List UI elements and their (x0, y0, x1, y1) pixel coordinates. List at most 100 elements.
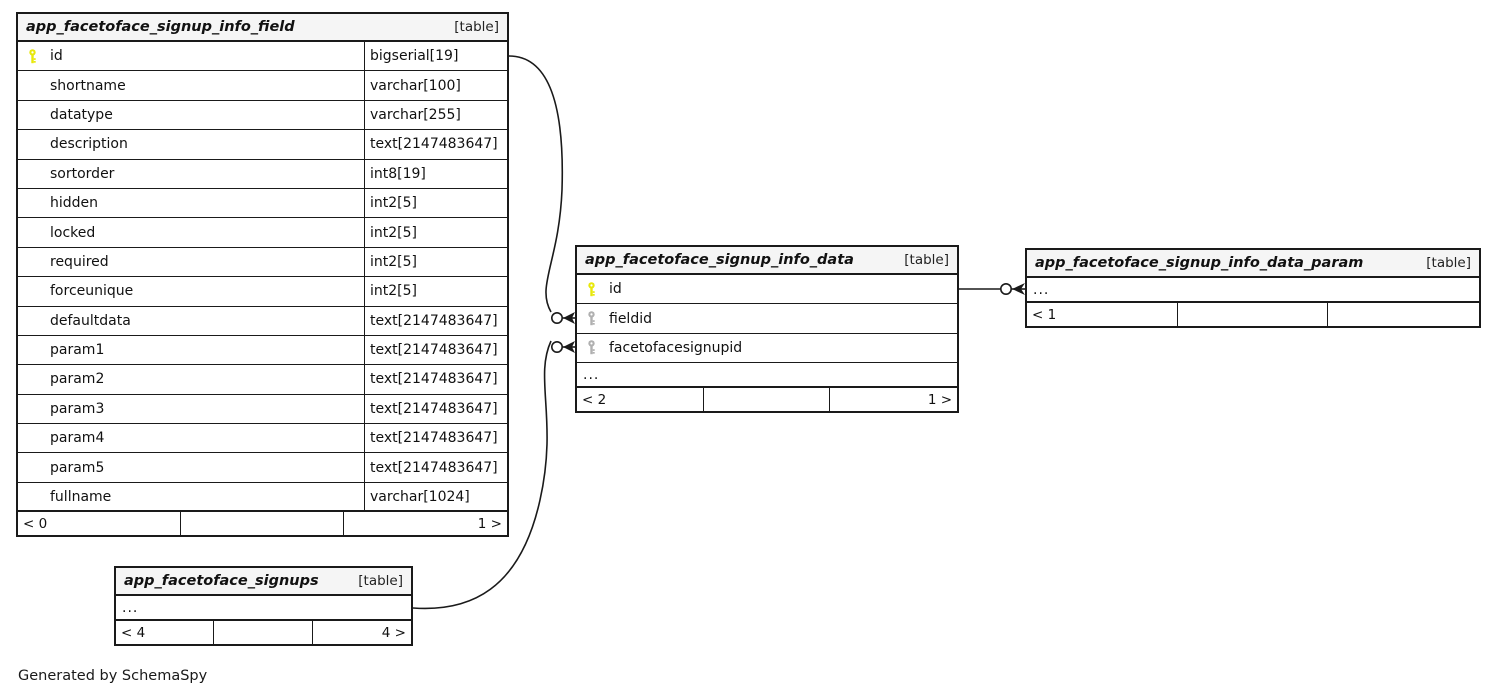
no-key-spacer (24, 101, 41, 129)
table-title: app_facetoface_signup_info_data (585, 252, 854, 268)
no-key-spacer (24, 71, 41, 99)
column-type: varchar[1024] (370, 488, 470, 505)
table-column-row[interactable]: fullname varchar[1024] (18, 482, 507, 513)
table-type-tag: [table] (1426, 255, 1471, 271)
footer-right: 1 > (927, 391, 953, 408)
footer-right (1328, 303, 1479, 326)
edge-marker-data-signupid (550, 340, 575, 353)
no-key-spacer (24, 130, 41, 158)
column-name-cell: required (18, 247, 365, 277)
column-type: int2[5] (370, 195, 417, 212)
footer-right: 1 > (477, 515, 502, 532)
column-type: text[2147483647] (370, 342, 498, 359)
column-name-cell: sortorder (18, 159, 365, 188)
column-name-cell: forceunique (18, 277, 365, 306)
column-name: description (50, 136, 128, 153)
column-type: bigserial[19] (370, 48, 459, 65)
primary-key-icon (583, 275, 600, 303)
no-key-spacer (24, 483, 41, 510)
no-key-spacer (24, 248, 41, 276)
table-footer: < 0 1 > (18, 512, 507, 536)
table-app_facetoface_signups[interactable]: app_facetoface_signups [table] ... < 4 4… (114, 566, 413, 646)
no-key-spacer (24, 218, 41, 246)
footer-middle (214, 621, 313, 644)
table-header: app_facetoface_signup_info_field [table] (18, 14, 507, 42)
table-app_facetoface_signup_info_data_param[interactable]: app_facetoface_signup_info_data_param [t… (1025, 248, 1481, 328)
table-column-row[interactable]: sortorder int8[19] (18, 159, 507, 189)
column-name-cell: shortname (18, 71, 365, 100)
generated-by-label: Generated by SchemaSpy (18, 668, 208, 684)
table-footer: < 1 (1027, 303, 1479, 326)
footer-right: 4 > (381, 624, 406, 641)
column-name-cell: param1 (18, 335, 365, 365)
no-key-spacer (24, 424, 41, 452)
column-name: sortorder (50, 165, 115, 182)
edge-field-id-to-data-fieldid (508, 55, 564, 313)
column-type: varchar[255] (370, 106, 461, 123)
column-type: int8[19] (370, 165, 426, 182)
table-type-tag: [table] (904, 252, 949, 268)
column-name: param2 (50, 371, 105, 388)
no-key-spacer (24, 365, 41, 393)
footer-middle (181, 512, 344, 536)
table-header: app_facetoface_signup_info_data [table] (577, 247, 957, 275)
column-name: required (50, 253, 109, 270)
table-column-row[interactable]: param1 text[2147483647] (18, 335, 507, 366)
table-column-row[interactable]: datatype varchar[255] (18, 100, 507, 131)
no-key-spacer (24, 189, 41, 217)
column-type: text[2147483647] (370, 430, 498, 447)
column-name-cell: locked (18, 218, 365, 247)
column-name-cell: param5 (18, 453, 365, 482)
table-title: app_facetoface_signup_info_field (26, 19, 295, 35)
column-type: text[2147483647] (370, 312, 498, 329)
more-columns-indicator: ... (577, 363, 957, 389)
edge-marker-data-param (999, 282, 1025, 295)
table-footer: < 4 4 > (116, 621, 411, 644)
column-name-cell: id (577, 275, 957, 303)
table-type-tag: [table] (358, 573, 403, 589)
column-name-cell: datatype (18, 100, 365, 130)
column-name: forceunique (50, 283, 134, 300)
column-type: int2[5] (370, 253, 417, 270)
column-type: text[2147483647] (370, 371, 498, 388)
column-name: fieldid (609, 310, 652, 327)
table-column-row[interactable]: required int2[5] (18, 247, 507, 278)
footer-middle (1178, 303, 1329, 326)
primary-key-icon (24, 42, 41, 70)
no-key-spacer (24, 307, 41, 335)
column-name: locked (50, 224, 96, 241)
table-app_facetoface_signup_info_data[interactable]: app_facetoface_signup_info_data [table] … (575, 245, 959, 414)
table-column-row[interactable]: id bigserial[19] (18, 42, 507, 72)
table-column-row[interactable]: param3 text[2147483647] (18, 394, 507, 425)
table-column-row[interactable]: facetofacesignupid (577, 334, 957, 364)
table-column-row[interactable]: defaultdata text[2147483647] (18, 306, 507, 336)
column-type: text[2147483647] (370, 400, 498, 417)
footer-middle (704, 388, 831, 412)
column-name-cell: fieldid (577, 304, 957, 332)
table-app_facetoface_signup_info_field[interactable]: app_facetoface_signup_info_field [table]… (16, 12, 509, 538)
column-name: fullname (50, 488, 112, 505)
table-column-row[interactable]: param5 text[2147483647] (18, 453, 507, 483)
column-name: id (50, 48, 63, 65)
column-type: text[2147483647] (370, 459, 498, 476)
table-column-row[interactable]: param2 text[2147483647] (18, 365, 507, 395)
table-column-row[interactable]: forceunique int2[5] (18, 277, 507, 307)
footer-left: < 0 (18, 512, 181, 536)
column-type: int2[5] (370, 283, 417, 300)
foreign-key-icon (583, 334, 600, 362)
table-column-row[interactable]: id (577, 275, 957, 305)
table-type-tag: [table] (454, 19, 499, 35)
column-name: id (609, 281, 622, 298)
table-column-row[interactable]: fieldid (577, 304, 957, 334)
column-name-cell: param3 (18, 394, 365, 424)
foreign-key-icon (583, 304, 600, 332)
column-name: defaultdata (50, 312, 131, 329)
column-name: datatype (50, 106, 113, 123)
column-name: param1 (50, 342, 105, 359)
